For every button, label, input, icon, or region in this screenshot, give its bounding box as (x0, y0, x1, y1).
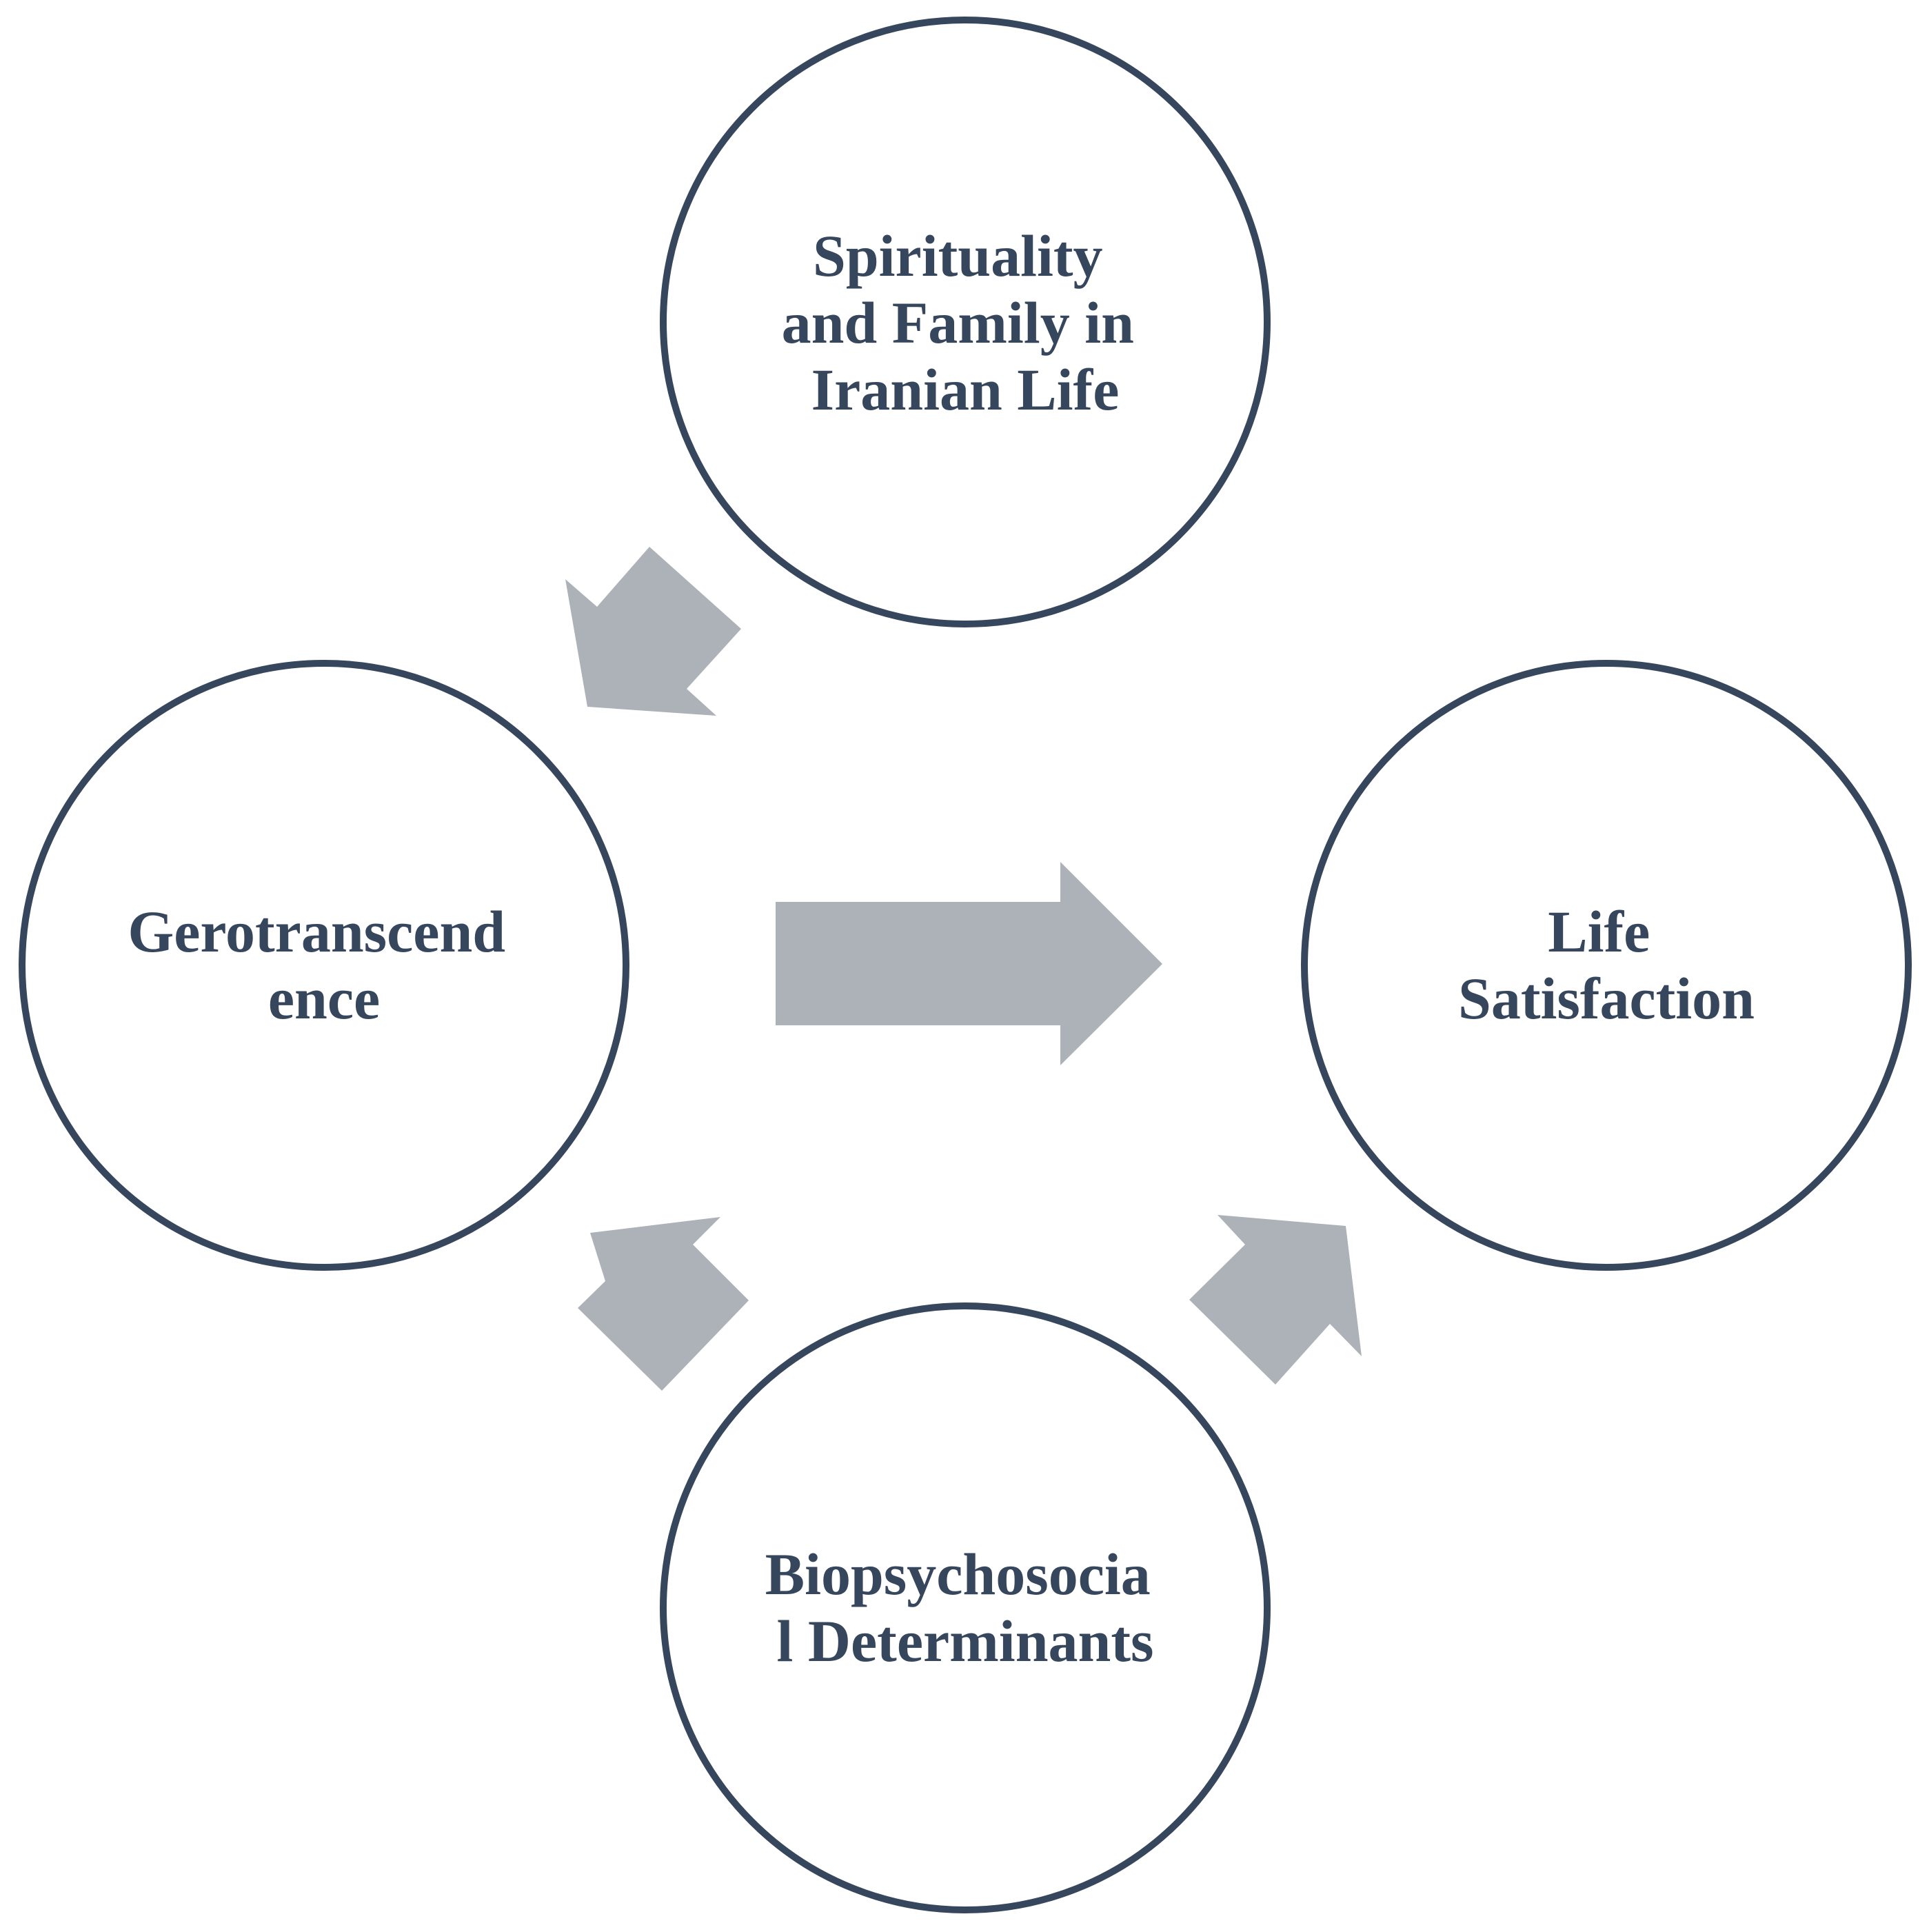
node-gerotranscendence-circle (19, 660, 629, 1271)
node-biopsychosocial-label-line: l Determinants (777, 1608, 1154, 1674)
node-spirituality-circle (660, 17, 1271, 627)
edge-biopsychosocial-to-life-satisfaction (1189, 1215, 1362, 1385)
arrow-up-right-icon (1189, 1215, 1362, 1385)
node-biopsychosocial-circle (660, 1302, 1271, 1913)
node-spirituality-label-line: Spirituality (813, 223, 1103, 289)
arrow-down-left-icon (565, 547, 741, 716)
node-biopsychosocial: Biopsychosocia l Determinants (660, 1302, 1271, 1913)
node-life-satisfaction-circle (1301, 660, 1912, 1271)
arrow-up-left-icon (578, 1217, 749, 1391)
edge-spirituality-to-gerotranscendence (565, 547, 741, 716)
node-biopsychosocial-label: Biopsychosocia l Determinants (765, 1541, 1166, 1674)
node-spirituality: Spirituality and Family in Iranian Life (660, 17, 1271, 627)
edge-gerotranscendence-to-life-satisfaction (776, 862, 1162, 1065)
edge-biopsychosocial-to-gerotranscendence (578, 1217, 749, 1391)
node-gerotranscendence-label-line: ence (268, 965, 380, 1032)
node-spirituality-label: Spirituality and Family in Iranian Life (782, 223, 1149, 423)
node-biopsychosocial-label-line: Biopsychosocia (765, 1541, 1151, 1607)
node-life-satisfaction-label-line: Satisfaction (1458, 965, 1755, 1032)
node-life-satisfaction-label-line: Life (1548, 898, 1650, 965)
arrow-right-icon (776, 862, 1162, 1065)
node-gerotranscendence: Gerotranscend ence (19, 660, 629, 1271)
node-spirituality-label-line: and Family in (782, 290, 1134, 356)
node-life-satisfaction: Life Satisfaction (1301, 660, 1912, 1271)
node-gerotranscendence-label: Gerotranscend ence (128, 898, 520, 1032)
node-life-satisfaction-label: Life Satisfaction (1458, 898, 1755, 1032)
node-gerotranscendence-label-line: Gerotranscend (128, 898, 505, 965)
node-spirituality-label-line: Iranian Life (811, 356, 1120, 423)
